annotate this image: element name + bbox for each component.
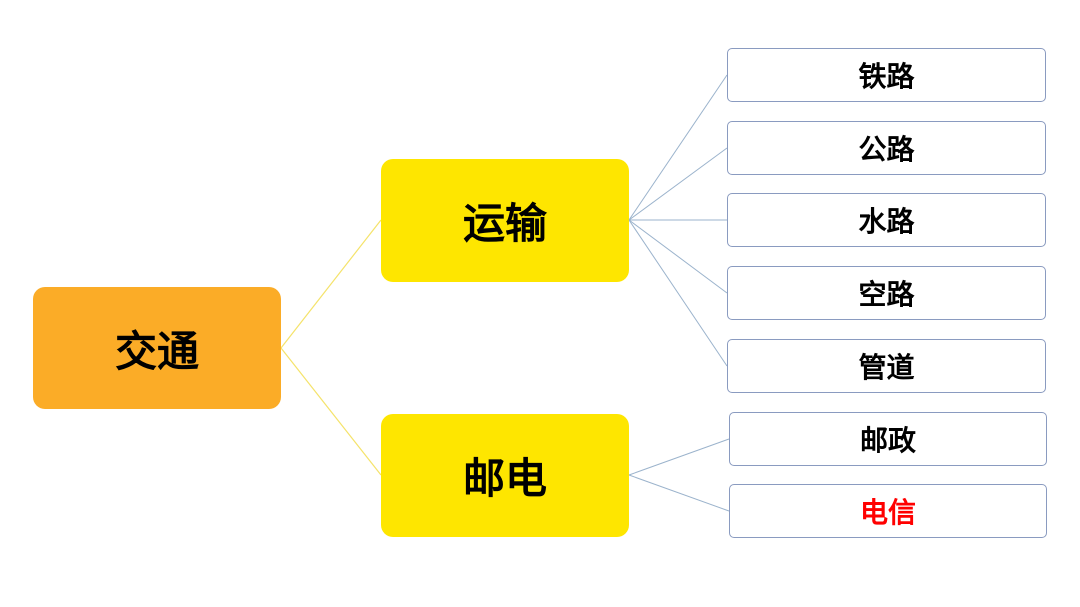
leaf-node-pipeline: 管道 xyxy=(727,339,1046,393)
connector-transport-pipeline xyxy=(628,219,728,367)
connector-transport-railway xyxy=(628,74,728,221)
connector-root-post-telecom xyxy=(280,347,382,476)
connector-root-transport xyxy=(280,219,382,349)
leaf-node-highway: 公路 xyxy=(727,121,1046,175)
leaf-node-label: 邮政 xyxy=(859,424,916,457)
connector-post-telecom-postal xyxy=(628,438,730,476)
branch-node-label: 邮电 xyxy=(462,454,547,503)
leaf-node-label: 铁路 xyxy=(858,60,915,93)
connector-transport-highway xyxy=(628,147,728,221)
leaf-node-label: 空路 xyxy=(858,278,915,311)
leaf-node-label: 公路 xyxy=(858,133,915,166)
leaf-node-label: 管道 xyxy=(858,351,915,384)
root-node-label: 交通 xyxy=(114,326,199,376)
leaf-node-airway: 空路 xyxy=(727,266,1046,320)
branch-node-post-telecom: 邮电 xyxy=(381,414,629,537)
leaf-node-telecom: 电信 xyxy=(729,484,1047,538)
leaf-node-waterway: 水路 xyxy=(727,193,1046,247)
leaf-node-postal: 邮政 xyxy=(729,412,1047,466)
connector-post-telecom-telecom xyxy=(628,474,730,512)
branch-node-label: 运输 xyxy=(462,199,547,248)
leaf-node-railway: 铁路 xyxy=(727,48,1046,102)
leaf-node-label: 电信 xyxy=(859,496,916,529)
root-node-transportation: 交通 xyxy=(33,287,281,409)
leaf-node-label: 水路 xyxy=(858,205,915,238)
connector-transport-airway xyxy=(628,219,728,294)
branch-node-transport: 运输 xyxy=(381,159,629,282)
